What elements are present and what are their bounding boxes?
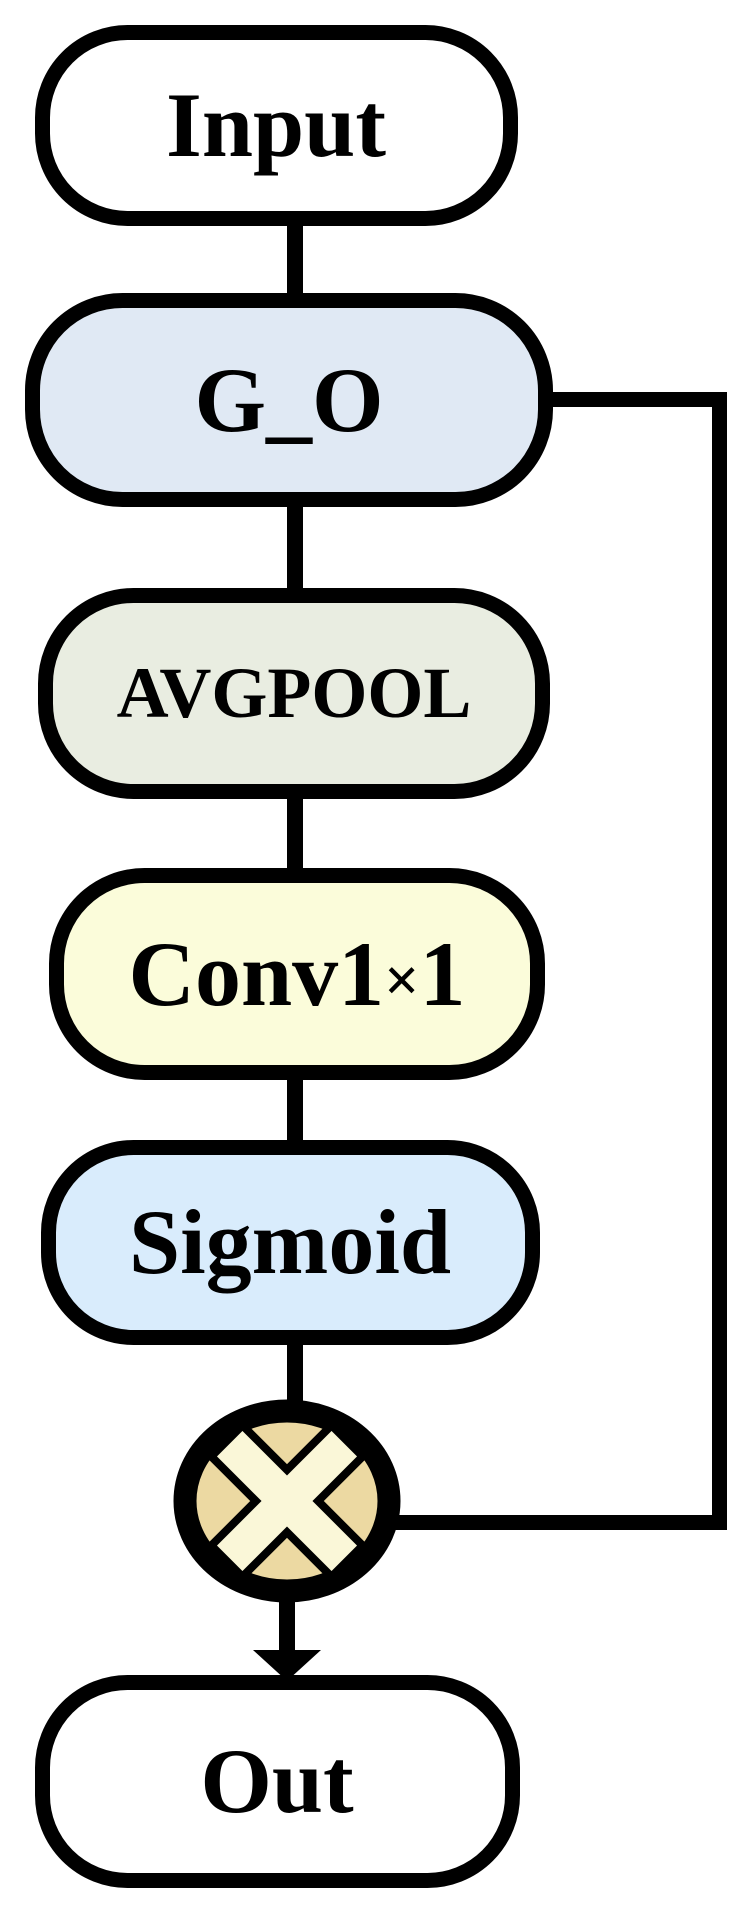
node-input-shape — [35, 25, 518, 226]
edge-input-go — [287, 215, 303, 310]
node-conv1x1: Conv1×1 — [49, 868, 545, 1080]
node-avgpool-label: AVGPOOL — [117, 653, 472, 733]
edge-go-avgpool — [287, 500, 303, 600]
node-sigmoid-label: Sigmoid — [129, 1191, 451, 1293]
node-g-o-shape — [25, 293, 553, 507]
conv-label-part-times: × — [384, 947, 419, 1015]
node-out-shape — [35, 1675, 520, 1888]
node-multiply — [173, 1399, 401, 1603]
edges — [253, 215, 727, 1681]
edge-skip-top-segment — [545, 392, 727, 407]
node-out-label: Out — [200, 1730, 354, 1832]
edge-skip-bottom-segment — [385, 1515, 727, 1530]
edge-multiply-out-shaft — [279, 1592, 295, 1654]
conv-label-part-text: Conv1 — [129, 923, 385, 1025]
node-avgpool: AVGPOOL — [38, 588, 550, 799]
node-input-label: Input — [166, 74, 386, 176]
edge-skip-vertical-segment — [712, 392, 727, 1530]
node-g-o: G_O — [25, 293, 553, 507]
node-input: Input — [35, 25, 518, 226]
edge-conv-sigmoid — [287, 1073, 303, 1151]
node-sigmoid-shape — [41, 1140, 540, 1345]
node-out: Out — [35, 1675, 520, 1888]
node-conv1x1-shape — [49, 868, 545, 1080]
edge-sigmoid-multiply — [287, 1338, 303, 1418]
node-g-o-label: G_O — [194, 349, 383, 451]
node-sigmoid: Sigmoid — [41, 1140, 540, 1345]
arrowhead-down-icon — [253, 1650, 321, 1681]
node-conv1x1-label: Conv1×1 — [129, 923, 466, 1025]
multiply-cross-icon — [205, 1419, 369, 1583]
node-avgpool-shape — [38, 588, 550, 799]
edge-avgpool-conv — [287, 792, 303, 880]
conv-label-part-one: 1 — [419, 923, 465, 1025]
